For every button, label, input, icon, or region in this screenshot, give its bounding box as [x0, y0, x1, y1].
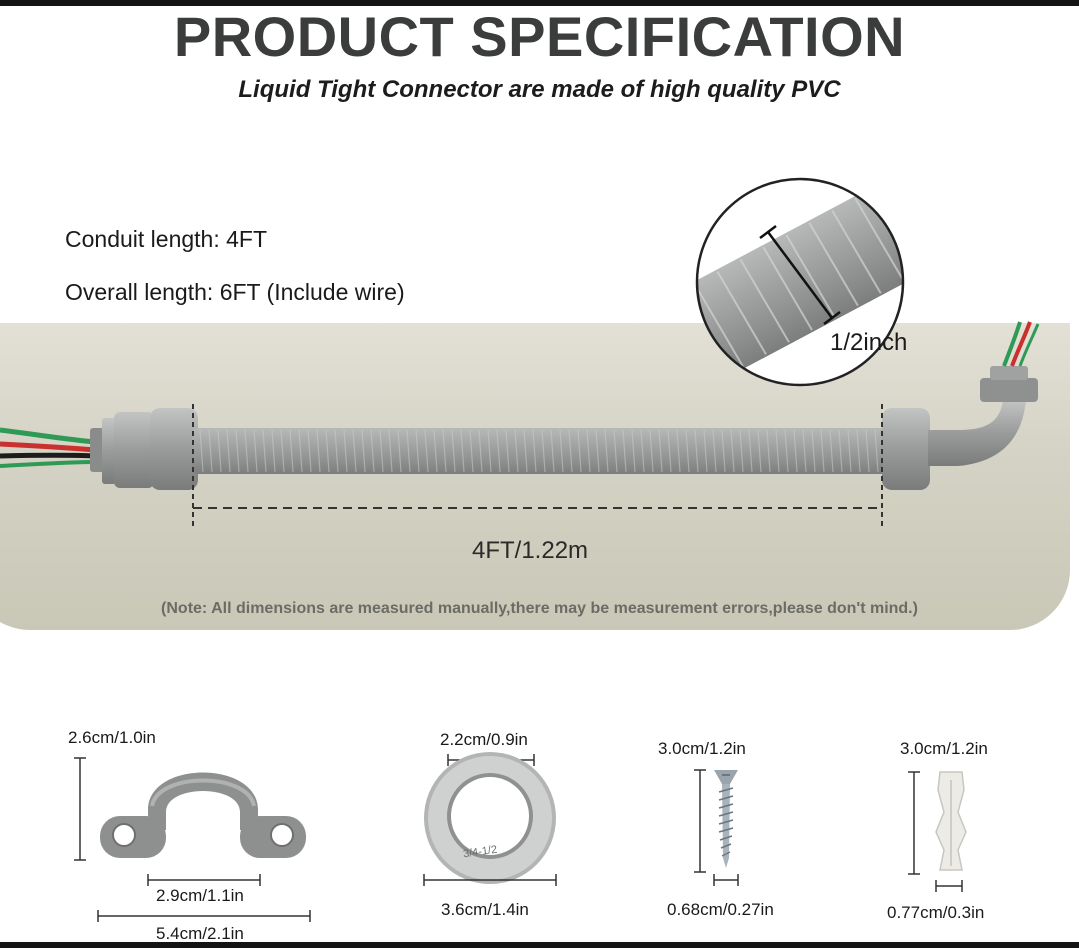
- left-connector: [90, 408, 198, 490]
- diameter-label: 1/2inch: [830, 329, 908, 356]
- washer-inner-label: 2.2cm/0.9in: [440, 730, 528, 749]
- anchor-illustration: [908, 771, 967, 892]
- washer-illustration: [423, 752, 557, 886]
- conduit-tube: [192, 428, 887, 474]
- page-subtitle: Liquid Tight Connector are made of high …: [238, 76, 841, 103]
- conduit-length-spec: Conduit length: 4FT: [65, 226, 268, 252]
- right-wires: [1002, 321, 1040, 367]
- strap-illustration: [74, 757, 311, 922]
- washer-outer-label: 3.6cm/1.4in: [441, 900, 529, 919]
- screw-illustration: [694, 769, 739, 886]
- diameter-zoom-inset: [695, 177, 905, 387]
- length-dimension-line: [192, 404, 883, 528]
- screw-length-label: 3.0cm/1.2in: [658, 739, 746, 758]
- left-wires: [0, 427, 97, 468]
- measurement-note: (Note: All dimensions are measured manua…: [161, 600, 918, 617]
- length-label: 4FT/1.22m: [472, 537, 589, 564]
- strap-total-width-label: 5.4cm/2.1in: [156, 924, 244, 943]
- bottom-border: [0, 942, 1079, 948]
- strap-inner-width-label: 2.9cm/1.1in: [156, 886, 244, 905]
- anchor-width-label: 0.77cm/0.3in: [887, 903, 985, 922]
- top-border: [0, 0, 1079, 6]
- conduit-ribs: [199, 429, 879, 473]
- page-title: PRODUCT SPECIFICATION: [173, 5, 906, 68]
- right-connector: [882, 366, 1038, 490]
- anchor-length-label: 3.0cm/1.2in: [900, 739, 988, 758]
- overall-length-spec: Overall length: 6FT (Include wire): [65, 279, 405, 305]
- screw-width-label: 0.68cm/0.27in: [667, 900, 774, 919]
- strap-height-label: 2.6cm/1.0in: [68, 728, 156, 747]
